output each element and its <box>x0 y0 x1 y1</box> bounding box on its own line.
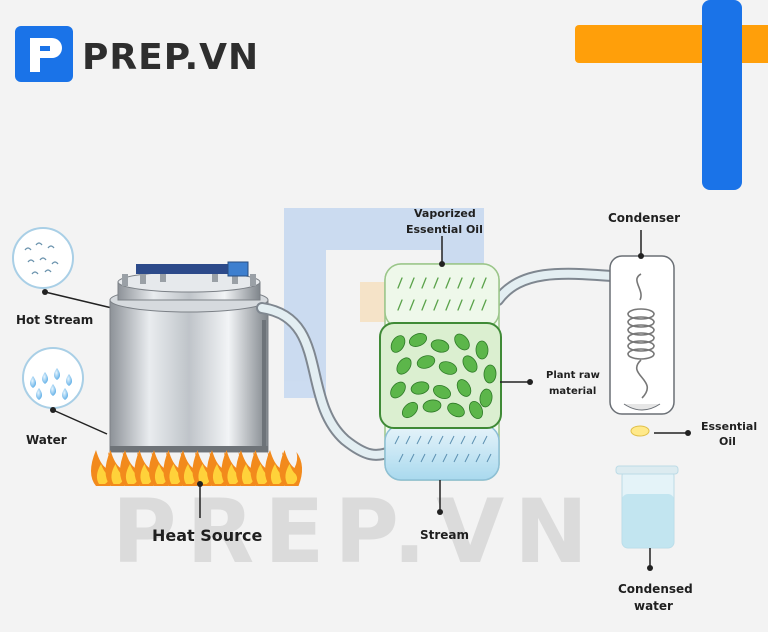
leaf-icon <box>422 399 442 413</box>
leaf-icon <box>430 339 450 353</box>
leaf-icon <box>410 381 430 395</box>
leaf-icon <box>475 340 489 360</box>
pressure-gauge-icon <box>227 261 249 277</box>
water-drops-icon <box>22 347 84 409</box>
label-condenser: Condenser <box>608 211 680 225</box>
leaf-icon <box>469 401 483 419</box>
leaf-icon <box>390 381 406 399</box>
label-vaporized-1: Vaporized <box>414 207 476 220</box>
steam-pipe <box>256 302 398 461</box>
leaf-icons <box>390 333 497 419</box>
corner-brand-shapes <box>575 0 768 190</box>
flame-icons <box>91 450 303 486</box>
label-vaporized-2: Essential Oil <box>406 223 483 236</box>
leaf-icon <box>396 357 412 375</box>
label-water: Water <box>26 433 67 447</box>
hot-stream-icon <box>12 227 74 289</box>
boiler-vessel <box>109 261 269 453</box>
label-hot-stream: Hot Stream <box>16 313 93 327</box>
label-plant-2: material <box>549 386 596 397</box>
leaf-icon <box>454 333 470 351</box>
condensed-water-beaker <box>615 465 679 549</box>
watermark-text: PREP.VN <box>112 480 598 583</box>
leaf-icon <box>456 379 472 397</box>
leaf-icon <box>462 355 478 373</box>
label-stream: Stream <box>420 528 469 542</box>
leaf-icon <box>438 361 458 375</box>
label-condensed-2: water <box>634 599 673 613</box>
label-condensed-1: Condensed <box>618 582 693 596</box>
leaf-icon <box>401 401 419 419</box>
condenser <box>609 255 675 437</box>
brand-name: PREP.VN <box>82 37 259 78</box>
label-essential-1: Essential <box>701 420 757 433</box>
leaf-icon <box>433 385 451 399</box>
oil-drop-icon <box>630 425 650 437</box>
leaf-icon <box>479 388 493 408</box>
leaf-icon <box>483 364 497 384</box>
leaf-icon <box>416 355 436 369</box>
distillation-chamber <box>379 263 502 481</box>
leaf-icon <box>390 335 406 353</box>
label-heat-source: Heat Source <box>152 526 263 545</box>
condenser-coil-icon <box>627 273 655 399</box>
flame-icon <box>279 450 303 486</box>
label-essential-2: Oil <box>719 435 736 448</box>
leaf-icon <box>408 333 428 347</box>
label-plant-1: Plant raw <box>546 370 600 381</box>
leaf-icon <box>447 402 465 418</box>
brand-logo: PREP.VN <box>15 26 259 82</box>
